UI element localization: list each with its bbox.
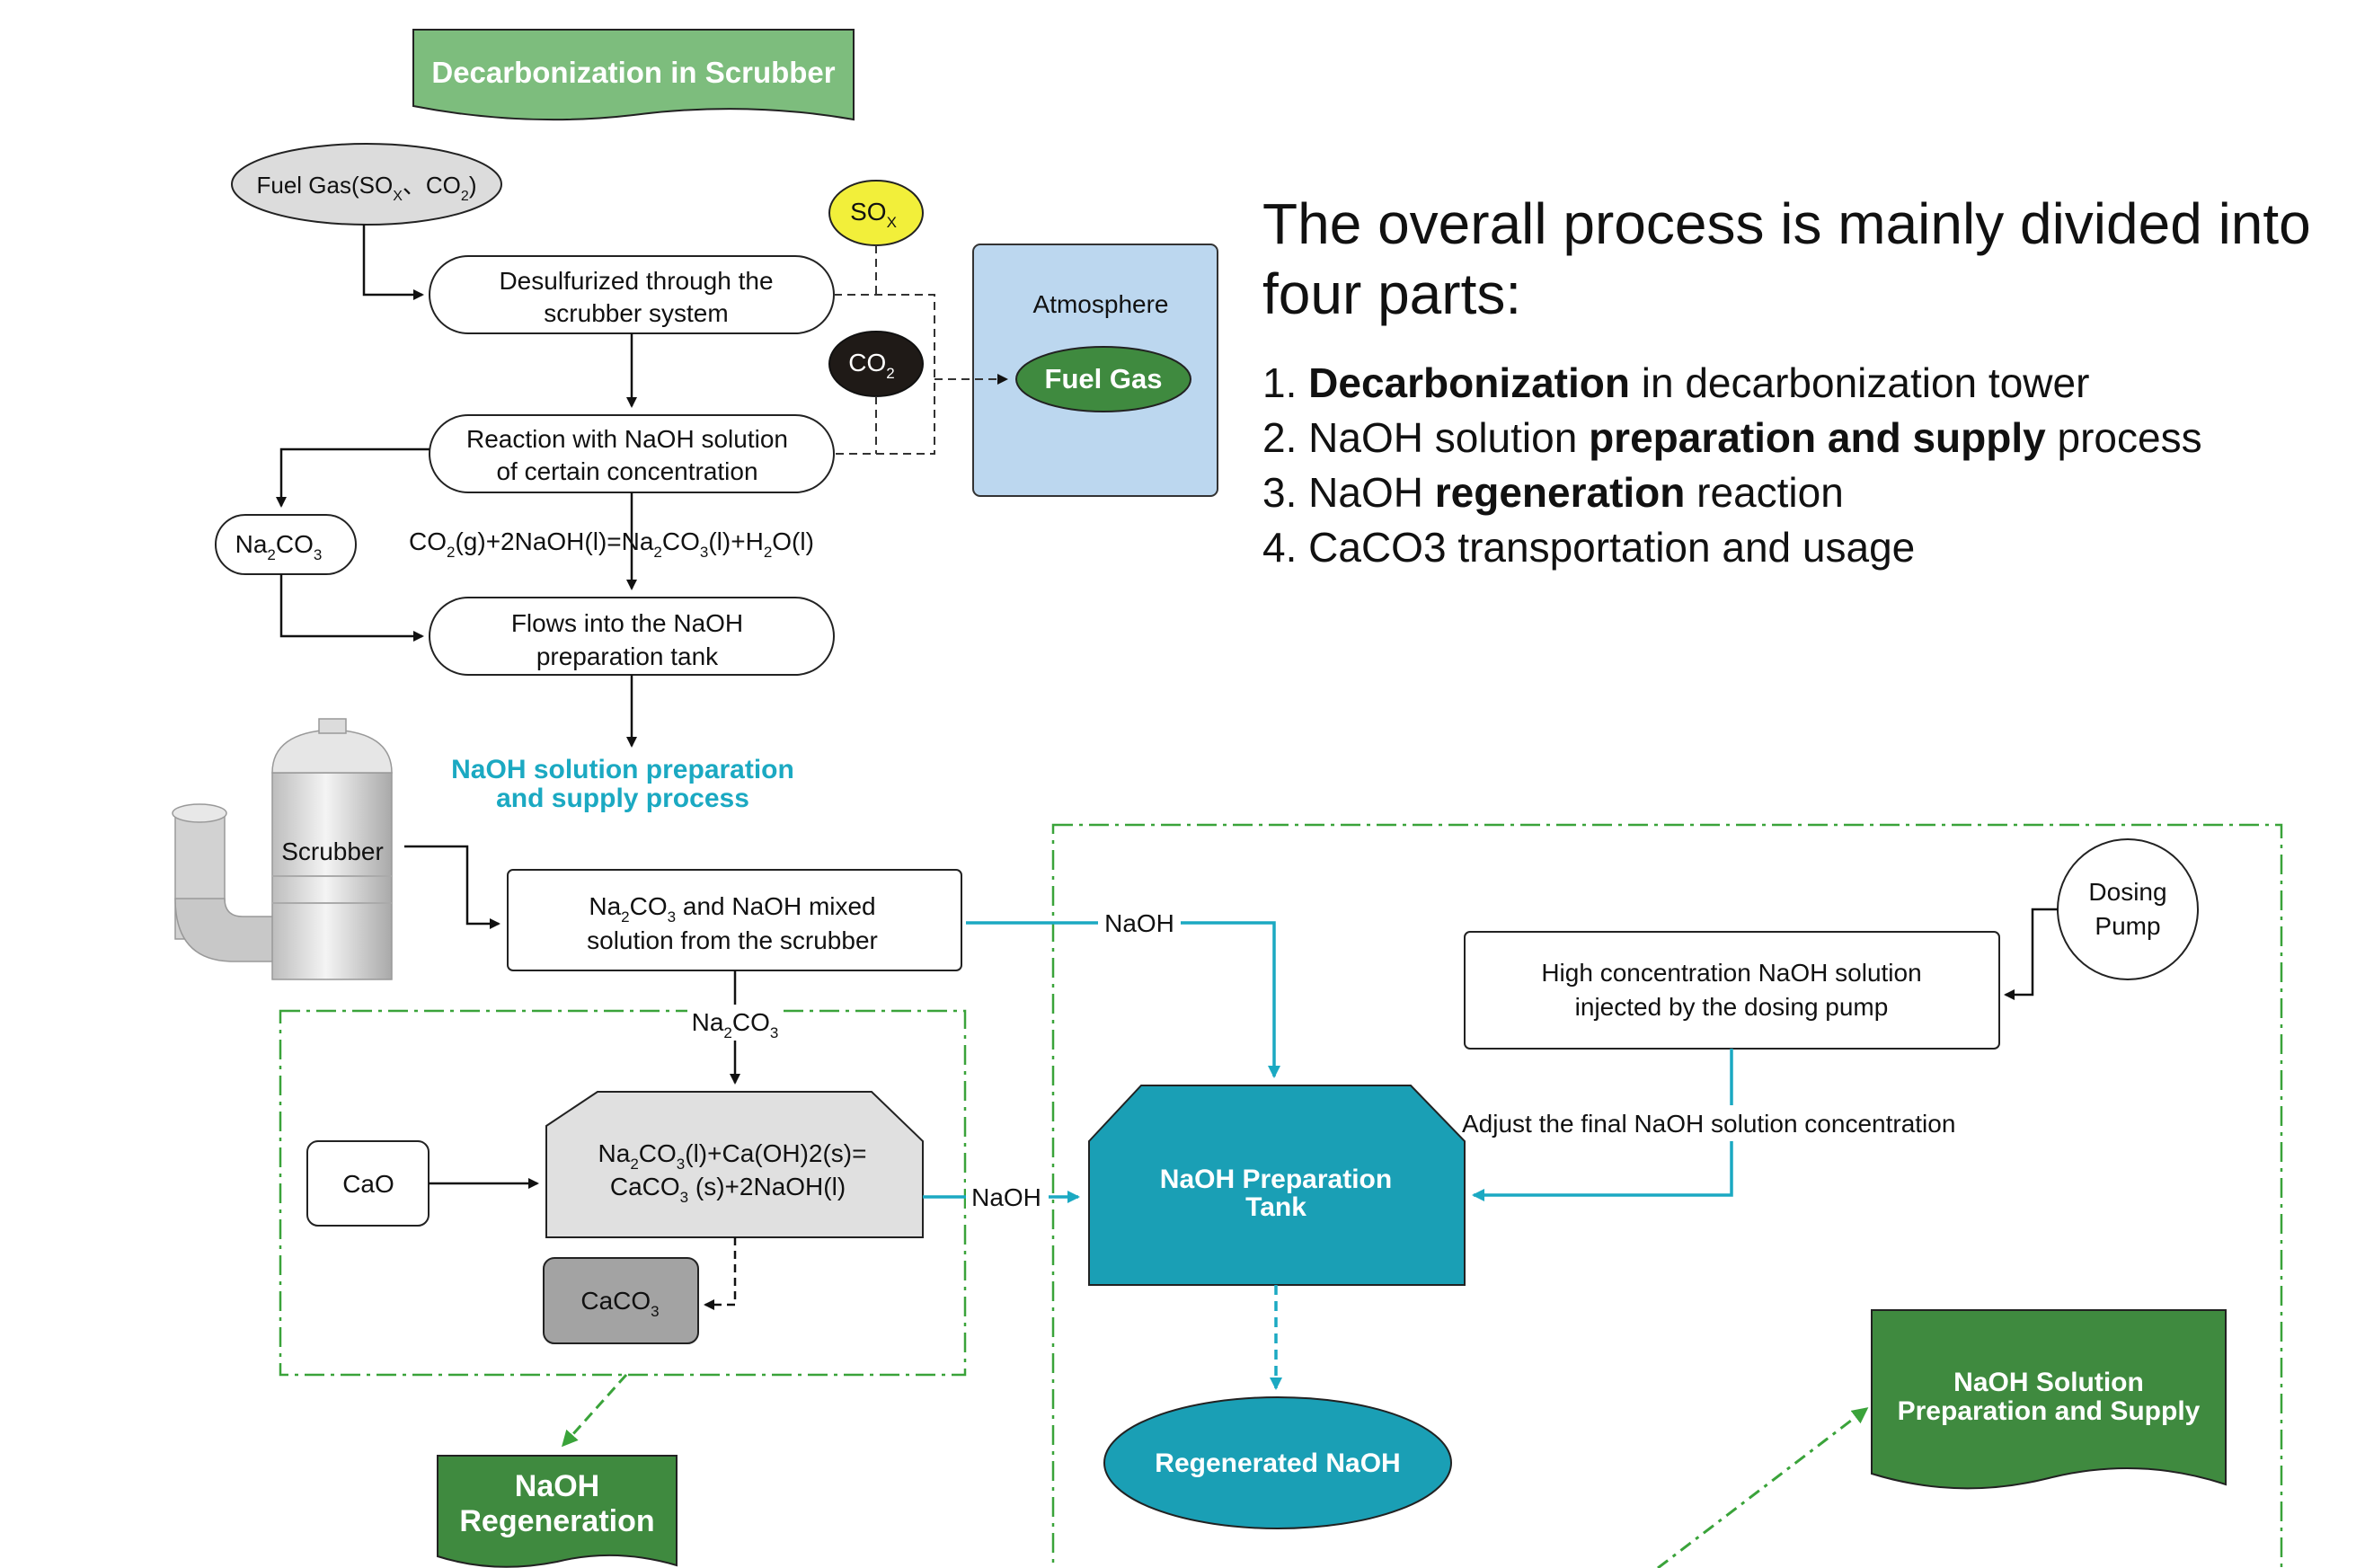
naoh-mid-label-bg	[966, 1179, 1049, 1213]
regeneration-equation-line-2: CaCO3 (s)+2NaOH(l)	[610, 1173, 846, 1206]
banner-naoh-supply: NaOH Solution Preparation and Supply	[1871, 1309, 2227, 1490]
high-concentration-node: High concentration NaOH solution injecte…	[1464, 931, 2000, 1050]
cao-label: CaO	[342, 1170, 394, 1198]
naoh-mid-label: NaOH	[971, 1183, 1041, 1211]
mixed-solution-line-1: Na2CO3 and NaOH mixed	[589, 892, 875, 926]
summary-item-4: 4. CaCO3 transportation and usage	[1262, 524, 1916, 571]
desulfurized-line-1: Desulfurized through the	[499, 267, 773, 295]
high-concentration-line-1: High concentration NaOH solution	[1541, 959, 1921, 987]
cao-node: CaO	[306, 1140, 430, 1227]
adjust-label-bg	[1463, 1105, 2002, 1141]
fuel-gas-output-label: Fuel Gas	[1045, 363, 1163, 394]
desulfurized-line-2: scrubber system	[544, 299, 728, 327]
regenerated-naoh-label: Regenerated NaOH	[1155, 1448, 1400, 1478]
naoh-top-label: NaOH	[1104, 909, 1174, 937]
reactor-to-caco3-arrow	[704, 1237, 737, 1310]
dashed-gas-connectors	[834, 245, 1008, 455]
high-concentration-line-2: injected by the dosing pump	[1575, 993, 1889, 1021]
atmosphere-box: Atmosphere Fuel Gas	[972, 244, 1218, 497]
banner-supply-line-1: NaOH Solution	[1953, 1368, 2144, 1397]
section-label-line-1: NaOH solution preparation	[451, 755, 794, 784]
supply-region	[1051, 823, 2283, 1568]
naoh-preparation-tank-node: NaOH Preparation Tank	[1088, 1085, 1466, 1286]
banner-naoh-regeneration: NaOH Regeneration	[437, 1455, 678, 1568]
sox-node: SOX	[828, 180, 924, 246]
summary-item-1: 1. Decarbonization in decarbonization to…	[1262, 359, 2090, 406]
naoh-top-label-bg	[1098, 906, 1181, 940]
scrubber-to-mixed-arrow	[404, 845, 500, 929]
na2co3-output-node: Na2CO3	[215, 514, 357, 575]
fuel-gas-input-node: Fuel Gas(SOX、CO2)	[231, 143, 502, 226]
reaction-line-2: of certain concentration	[496, 457, 757, 485]
scrubber-illustration: Scrubber	[172, 718, 393, 980]
fuel-gas-input-label: Fuel Gas(SOX、CO2)	[257, 172, 477, 204]
desulfurized-node: Desulfurized through the scrubber system	[429, 255, 835, 334]
dosing-pump-line-1: Dosing	[2088, 878, 2166, 906]
reaction-line-1: Reaction with NaOH solution	[466, 425, 788, 453]
banner-regeneration-line-1: NaOH	[515, 1469, 599, 1503]
banner-regeneration-line-2: Regeneration	[459, 1504, 654, 1538]
mixed-solution-node: Na2CO3 and NaOH mixed solution from the …	[507, 869, 962, 971]
dosing-pump-line-2: Pump	[2095, 912, 2160, 940]
flows-line-2: preparation tank	[536, 642, 719, 670]
reaction-node: Reaction with NaOH solution of certain c…	[429, 414, 835, 493]
banner-decarbonization: Decarbonization in Scrubber	[412, 29, 855, 121]
process-summary: The overall process is mainly divided in…	[1262, 189, 2341, 575]
flows-line-1: Flows into the NaOH	[511, 609, 743, 637]
na2co3-flow-label-bg	[687, 1005, 782, 1041]
adjust-concentration-label: Adjust the final NaOH solution concentra…	[1462, 1110, 1955, 1138]
scrubber-label: Scrubber	[281, 837, 384, 865]
co2-label: CO2	[848, 349, 894, 382]
supply-banner-arrow	[1657, 1407, 1869, 1568]
regeneration-equation-line-1: Na2CO3(l)+Ca(OH)2(s)=	[598, 1139, 867, 1173]
co2-node: CO2	[828, 331, 924, 397]
pump-to-solution-arrow	[2004, 908, 2058, 1000]
dosing-pump-node: Dosing Pump	[2057, 838, 2199, 980]
naoh-top-flow	[966, 921, 1280, 1078]
regeneration-region	[279, 1009, 967, 1377]
summary-item-3: 3. NaOH regeneration reaction	[1262, 469, 1844, 516]
adjust-concentration-flow	[1472, 1049, 1733, 1201]
section-label-line-2: and supply process	[496, 784, 749, 813]
regeneration-banner-arrow	[561, 1373, 628, 1448]
banner-decarbonization-label: Decarbonization in Scrubber	[431, 56, 835, 89]
regeneration-reactor-node: Na2CO3(l)+Ca(OH)2(s)= CaCO3 (s)+2NaOH(l)	[545, 1091, 924, 1238]
atmosphere-label: Atmosphere	[1033, 290, 1169, 318]
mixed-solution-line-2: solution from the scrubber	[587, 926, 878, 954]
na2co3-flow-label: Na2CO3	[692, 1008, 779, 1041]
banner-supply-line-2: Preparation and Supply	[1898, 1396, 2201, 1426]
top-connectors	[276, 225, 637, 748]
preparation-tank-line-2: Tank	[1245, 1192, 1306, 1222]
sox-label: SOX	[850, 198, 897, 231]
preparation-tank-line-1: NaOH Preparation	[1160, 1165, 1392, 1194]
summary-item-2: 2. NaOH solution preparation and supply …	[1262, 414, 2202, 461]
na2co3-output-label: Na2CO3	[235, 530, 323, 563]
caco3-node: CaCO3	[543, 1257, 699, 1344]
caco3-label: CaCO3	[580, 1287, 659, 1320]
regenerated-naoh-node: Regenerated NaOH	[1103, 1396, 1452, 1529]
summary-heading: The overall process is mainly divided in…	[1262, 191, 2311, 326]
equation-absorption: CO2(g)+2NaOH(l)=Na2CO3(l)+H2O(l)	[409, 527, 814, 561]
flows-node: Flows into the NaOH preparation tank	[429, 597, 835, 676]
